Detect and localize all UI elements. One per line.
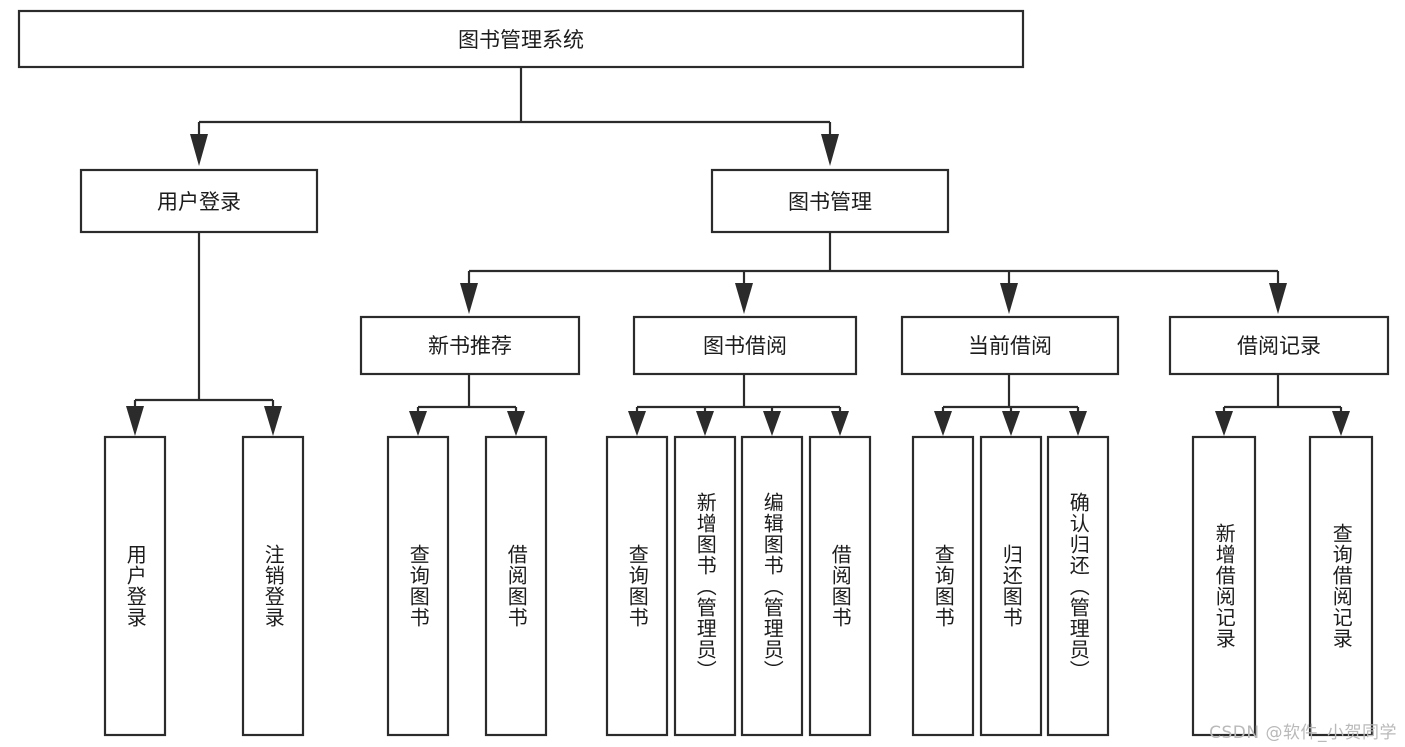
node-box-book-manage[interactable] — [710, 168, 950, 234]
leaf-box-query-book-1[interactable] — [386, 435, 450, 737]
node-root[interactable]: 图书管理系统 — [17, 9, 1025, 69]
connector-group-current-borrow — [934, 374, 1087, 436]
arrow-head-book-borrow — [735, 283, 753, 314]
arrow-head-leaf-return-book — [1002, 411, 1020, 436]
arrow-head-leaf-borrow-book-2 — [831, 411, 849, 436]
node-label-user-login: 用户登录 — [157, 190, 241, 214]
node-box-root[interactable] — [17, 9, 1025, 69]
node-book-manage[interactable]: 图书管理 — [710, 168, 950, 234]
arrow-head-borrow-record — [1269, 283, 1287, 314]
arrow-head-current-borrow — [1000, 283, 1018, 314]
arrow-head-leaf-add-book — [696, 411, 714, 436]
arrow-head-leaf-edit-book — [763, 411, 781, 436]
leaf-node-query-book-1[interactable] — [386, 435, 450, 737]
node-user-login[interactable]: 用户登录 — [79, 168, 319, 234]
node-label-current-borrow: 当前借阅 — [968, 334, 1052, 358]
arrow-head-user-login — [190, 134, 208, 166]
node-new-book-rec[interactable]: 新书推荐 — [359, 315, 581, 376]
node-label-root: 图书管理系统 — [458, 28, 584, 52]
connector-group-new-book-rec — [409, 374, 525, 436]
node-book-borrow[interactable]: 图书借阅 — [632, 315, 858, 376]
leaf-box-borrow-book-1[interactable] — [484, 435, 548, 737]
leaf-node-query-record[interactable] — [1308, 435, 1374, 737]
leaf-box-add-book[interactable] — [673, 435, 737, 737]
arrow-head-leaf-borrow-book-1 — [507, 411, 525, 436]
node-current-borrow[interactable]: 当前借阅 — [900, 315, 1120, 376]
leaf-box-query-record[interactable] — [1308, 435, 1374, 737]
leaf-box-query-book-3[interactable] — [911, 435, 975, 737]
arrow-head-leaf-query-book-1 — [409, 411, 427, 436]
node-label-book-manage: 图书管理 — [788, 190, 872, 214]
node-box-user-login[interactable] — [79, 168, 319, 234]
arrow-head-leaf-logout — [264, 406, 282, 436]
leaf-node-add-book[interactable] — [673, 435, 737, 737]
leaf-node-edit-book[interactable] — [740, 435, 804, 737]
leaf-node-add-record[interactable] — [1191, 435, 1257, 737]
leaf-box-confirm-return[interactable] — [1046, 435, 1110, 737]
leaf-box-return-book[interactable] — [979, 435, 1043, 737]
csdn-watermark: CSDN @软件_小贺同学 — [1209, 723, 1397, 743]
leaf-node-return-book[interactable] — [979, 435, 1043, 737]
leaf-node-user-login[interactable] — [103, 435, 167, 737]
arrow-head-leaf-confirm-return — [1069, 411, 1087, 436]
connector-group-borrow-record — [1215, 374, 1350, 436]
leaf-node-borrow-book-1[interactable] — [484, 435, 548, 737]
connector-group-user-login — [126, 232, 282, 436]
arrow-head-leaf-user-login — [126, 406, 144, 436]
node-label-new-book-rec: 新书推荐 — [428, 334, 512, 358]
connector-group-root — [190, 67, 839, 166]
node-box-book-borrow[interactable] — [632, 315, 858, 376]
node-box-current-borrow[interactable] — [900, 315, 1120, 376]
leaf-node-query-book-3[interactable] — [911, 435, 975, 737]
arrow-head-leaf-query-book-3 — [934, 411, 952, 436]
leaf-box-add-record[interactable] — [1191, 435, 1257, 737]
arrow-head-leaf-add-record — [1215, 411, 1233, 436]
arrow-head-book-manage — [821, 134, 839, 166]
node-label-book-borrow: 图书借阅 — [703, 334, 787, 358]
arrow-head-leaf-query-record — [1332, 411, 1350, 436]
node-box-new-book-rec[interactable] — [359, 315, 581, 376]
leaf-box-edit-book[interactable] — [740, 435, 804, 737]
leaf-box-user-login[interactable] — [103, 435, 167, 737]
connector-group-book-borrow — [628, 374, 849, 436]
leaf-node-logout[interactable] — [241, 435, 305, 737]
leaf-box-borrow-book-2[interactable] — [808, 435, 872, 737]
leaf-box-query-book-2[interactable] — [605, 435, 669, 737]
leaf-node-query-book-2[interactable] — [605, 435, 669, 737]
node-label-borrow-record: 借阅记录 — [1237, 334, 1321, 358]
leaf-node-confirm-return[interactable] — [1046, 435, 1110, 737]
leaf-node-borrow-book-2[interactable] — [808, 435, 872, 737]
arrow-head-new-book-rec — [460, 283, 478, 314]
node-borrow-record[interactable]: 借阅记录 — [1168, 315, 1390, 376]
leaf-box-logout[interactable] — [241, 435, 305, 737]
arrow-head-leaf-query-book-2 — [628, 411, 646, 436]
node-box-borrow-record[interactable] — [1168, 315, 1390, 376]
connector-group-book-manage — [460, 232, 1287, 314]
